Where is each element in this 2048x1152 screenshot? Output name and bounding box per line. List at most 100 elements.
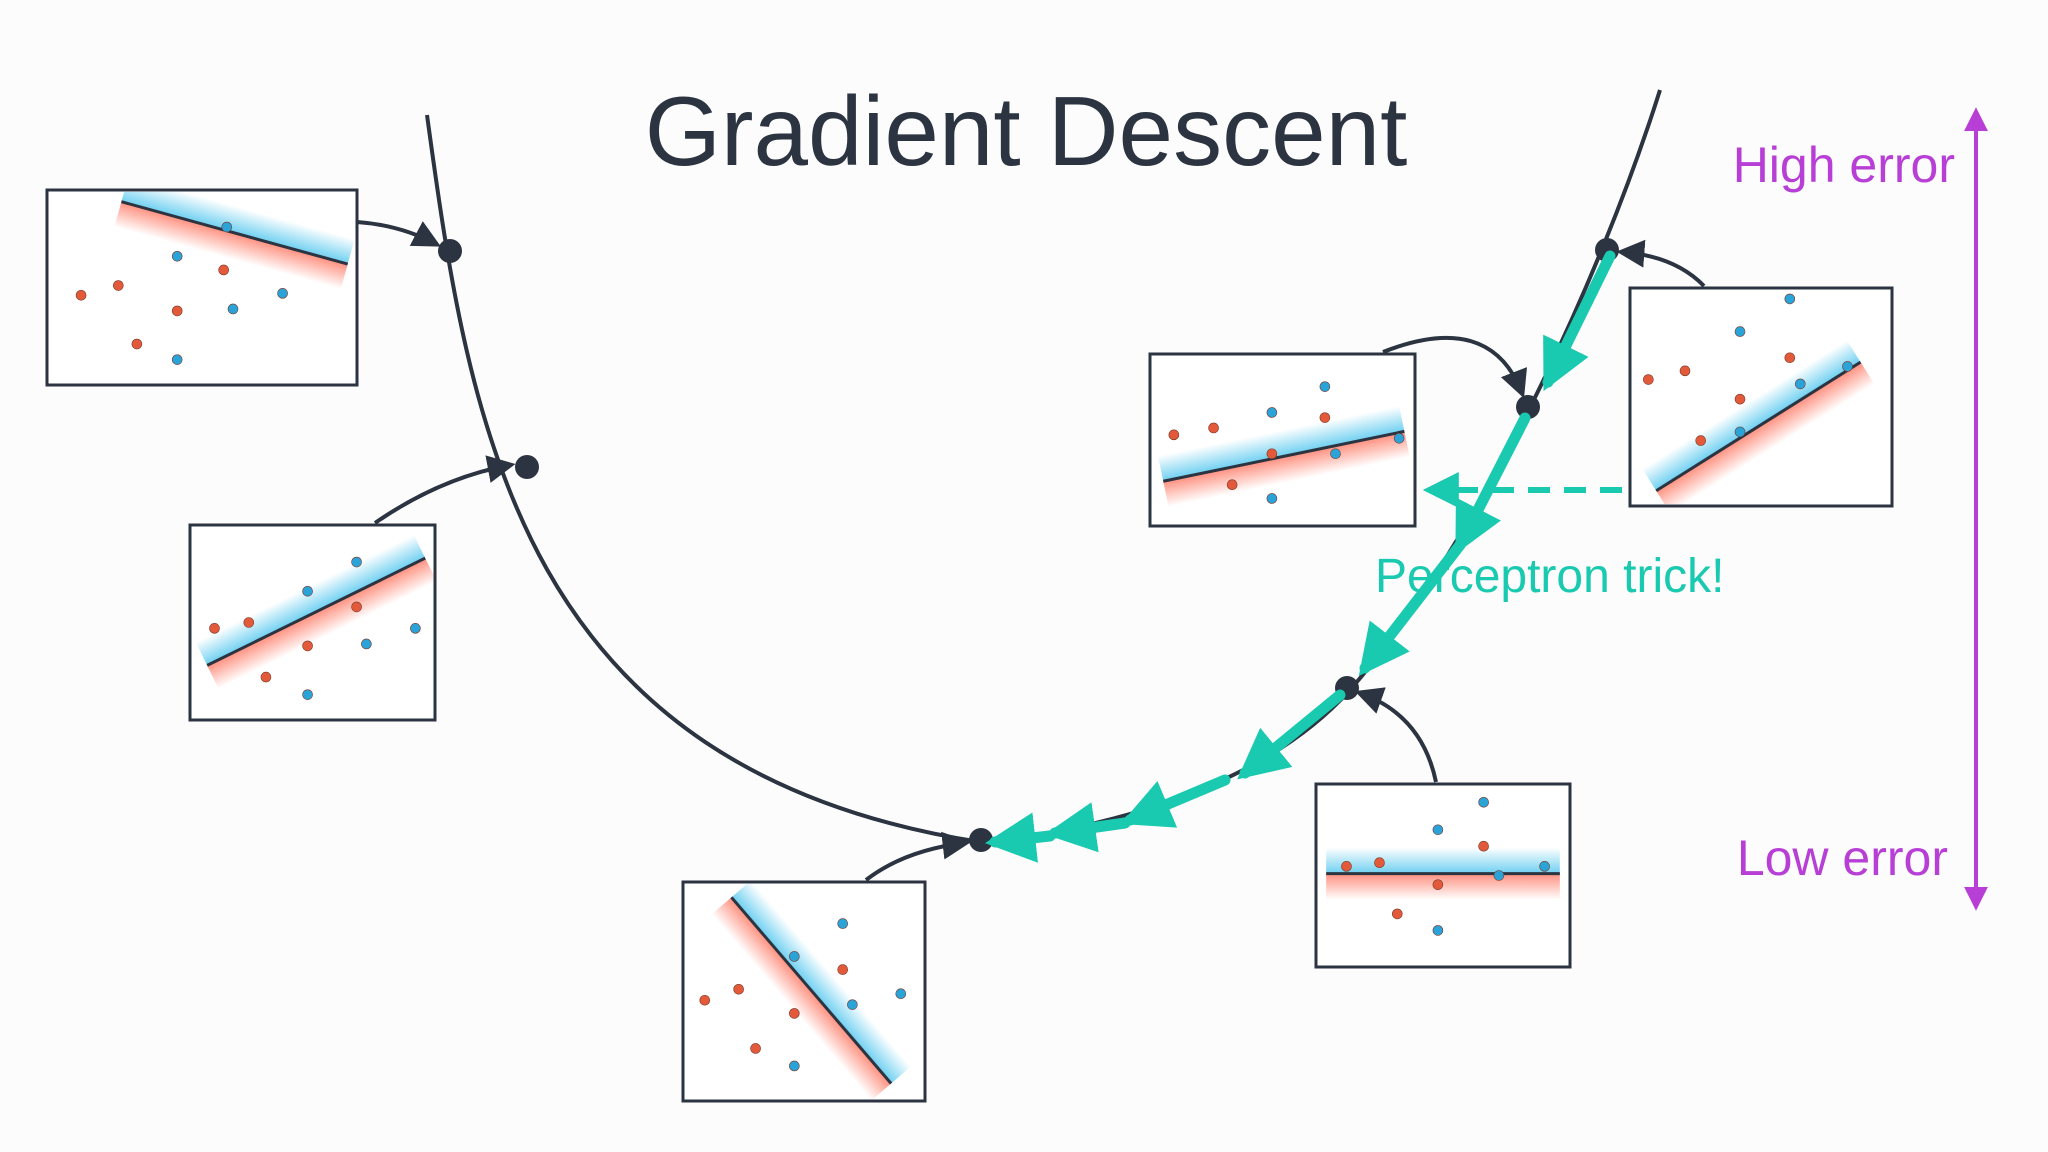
red-point [750,1043,761,1054]
red-point [302,640,313,652]
red-point [218,264,229,276]
curve-point-min [969,828,993,852]
red-point [1391,908,1403,920]
red-point [131,338,143,350]
red-point [699,994,711,1006]
curve-point-2 [515,455,539,479]
blue-point [171,250,183,262]
decision-boundary-line [1655,360,1862,493]
descent-arrow-4 [1237,689,1346,780]
blue-point [1432,925,1444,936]
scatter-panel-4 [1628,286,1894,508]
positive-region-glow [731,884,911,1084]
blue-point [1330,448,1341,460]
model-panels [45,188,1894,1103]
negative-region-glow [1163,431,1410,507]
connector-panel-4 [1616,239,1706,288]
blue-point [221,221,233,233]
blue-point [361,638,372,650]
red-point [1643,374,1654,385]
blue-point [1478,796,1489,808]
blue-point [1319,381,1331,392]
blue-point [351,556,362,568]
scatter-panel-5 [1314,782,1572,969]
red-point [351,601,362,613]
low-error-label: Low error [1737,830,1948,886]
error-curve [425,89,1662,844]
scatter-panel-3 [1148,352,1417,528]
descent-arrow-7 [984,812,1056,863]
diagram-title: Gradient Descent [645,76,1408,186]
blue-point [1795,378,1806,390]
blue-point [1842,361,1853,372]
blue-point [789,951,800,962]
scatter-panel-1 [45,188,359,387]
red-point [171,305,183,317]
descent-arrow-1 [1542,250,1616,392]
negative-region-glow [207,558,433,689]
blue-point [1734,426,1746,438]
red-point [1341,861,1352,872]
blue-point [1393,432,1405,444]
red-point [243,617,255,628]
blue-point [302,689,313,700]
negative-region-glow [1326,873,1560,900]
positive-region-glow [121,192,355,265]
red-point [1319,412,1331,423]
descent-arrow-2 [1454,412,1531,555]
descent-arrow-6 [1044,802,1131,853]
positive-region-glow [195,534,426,666]
decision-boundary-line [1162,429,1405,483]
red-point [209,623,220,634]
red-point [1478,840,1489,852]
red-point [1226,479,1238,491]
negative-region-glow [114,201,348,290]
panel-connectors [356,220,1706,882]
decision-boundary-line [206,556,426,667]
positive-region-glow [1157,405,1405,482]
scatter-panel-2 [188,523,437,722]
negative-region-glow [1656,362,1875,504]
high-error-label: High error [1733,137,1955,193]
red-point [1695,435,1707,446]
red-point [75,289,87,301]
curve-point-1 [438,239,462,263]
red-point [1208,422,1219,434]
blue-point [1784,293,1796,305]
blue-point [277,288,288,299]
red-point [1374,857,1385,868]
blue-point [847,999,858,1010]
red-point [260,671,272,683]
blue-point [302,585,313,597]
blue-point [1734,326,1746,337]
red-point [733,984,744,995]
red-point [1679,365,1691,377]
connector-panel-2 [373,455,516,525]
blue-point [837,918,849,929]
positive-region-glow [1642,340,1861,491]
red-point [1266,448,1278,460]
scatter-panel-6 [681,880,927,1103]
red-point [1432,879,1444,890]
blue-point [1266,493,1278,504]
red-point [1784,352,1796,364]
blue-point [171,354,183,365]
positive-region-glow [1326,847,1560,874]
curve-point-4 [1516,395,1540,419]
blue-point [1493,870,1505,881]
red-point [837,964,849,975]
blue-point [895,988,907,999]
red-point [1168,429,1180,441]
connector-panel-6 [864,831,971,882]
red-point [789,1008,800,1019]
blue-point [1266,407,1278,418]
connector-panel-5 [1354,687,1438,783]
red-point [113,280,124,291]
connector-panel-3 [1382,335,1527,399]
decision-boundary-line [121,200,349,266]
negative-region-glow [711,897,892,1099]
blue-point [1539,861,1550,872]
decision-boundary-line [730,896,893,1085]
descent-arrow-3 [1358,539,1466,677]
